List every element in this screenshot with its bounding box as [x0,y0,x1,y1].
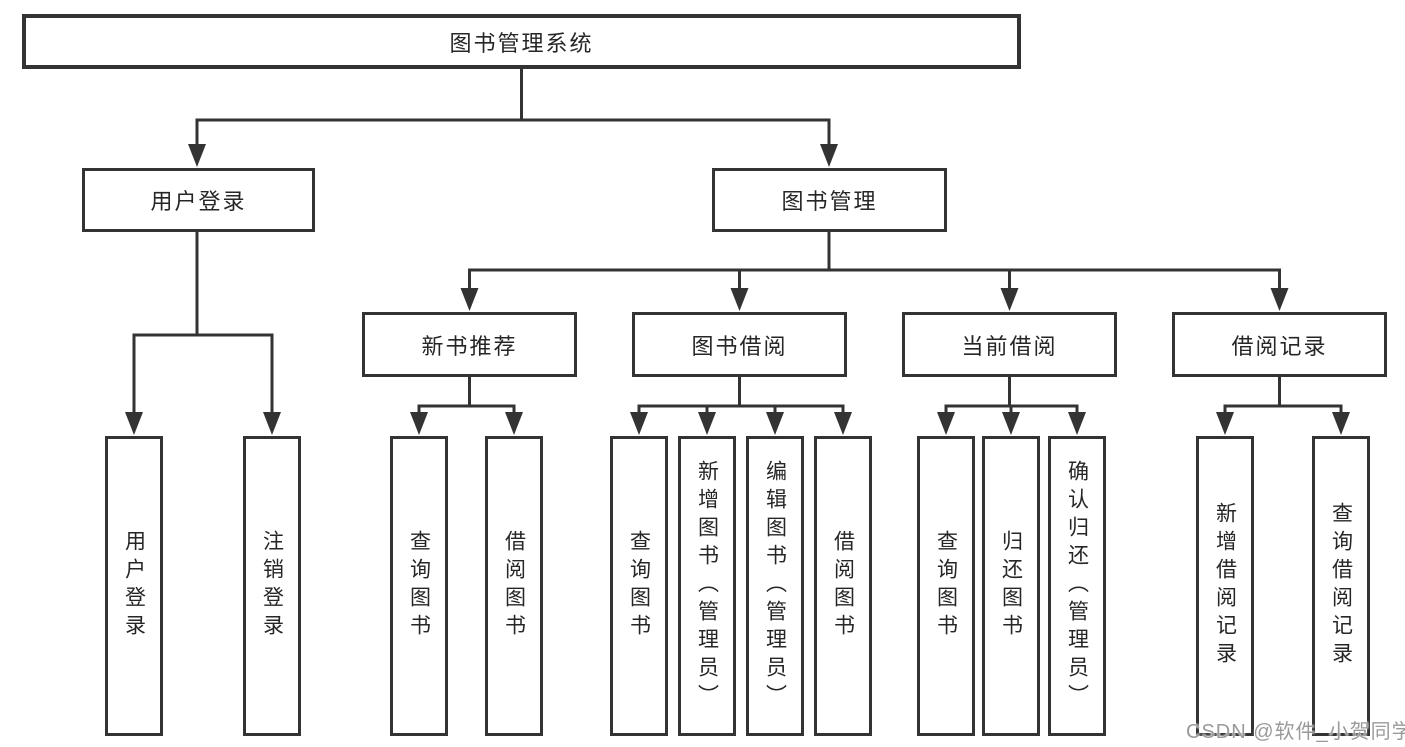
leaf-user-login: 用户登录 [105,436,163,736]
leaf-label: 确认归还（管理员） [1065,460,1089,712]
arrow-down-icon [1270,288,1289,311]
leaf-label: 借阅图书 [502,530,526,642]
arrow-down-icon [460,288,479,311]
arrow-down-icon [125,412,143,435]
arrowheads [125,144,1350,435]
arrow-down-icon [820,144,838,167]
leaf-label: 归还图书 [999,530,1023,642]
leaf-label: 新增借阅记录 [1213,502,1237,670]
node-borrowing-records: 借阅记录 [1172,312,1387,377]
leaf-borrow-books-recommend: 借阅图书 [485,436,543,736]
arrow-down-icon [698,412,716,435]
leaf-logout: 注销登录 [243,436,301,736]
node-book-management: 图书管理 [712,168,947,232]
node-label: 借阅记录 [1231,333,1328,359]
arrow-down-icon [730,288,749,311]
arrow-down-icon [630,412,648,435]
node-label: 当前借阅 [961,333,1058,359]
leaf-add-borrow-record: 新增借阅记录 [1196,436,1254,736]
arrow-down-icon [263,412,281,435]
leaf-label: 查询图书 [934,530,958,642]
arrow-down-icon [1002,412,1020,435]
arrow-down-icon [766,412,784,435]
leaf-query-books-current: 查询图书 [917,436,975,736]
arrow-down-icon [834,412,852,435]
arrow-down-icon [410,412,428,435]
node-book-borrowing: 图书借阅 [632,312,847,377]
leaf-return-books: 归还图书 [982,436,1040,736]
node-label: 图书借阅 [691,333,788,359]
leaf-label: 注销登录 [260,530,284,642]
node-user-login: 用户登录 [82,168,315,232]
leaf-query-borrow-record: 查询借阅记录 [1312,436,1370,736]
leaf-query-books-borrowing: 查询图书 [610,436,668,736]
arrow-down-icon [937,412,955,435]
leaf-label: 新增图书（管理员） [695,460,719,712]
leaf-borrow-books-borrowing: 借阅图书 [814,436,872,736]
node-label: 新书推荐 [421,333,518,359]
leaf-label: 编辑图书（管理员） [763,460,787,712]
leaf-label: 用户登录 [122,530,146,642]
leaf-label: 查询图书 [627,530,651,642]
leaf-add-book-admin: 新增图书（管理员） [678,436,736,736]
arrow-down-icon [1332,412,1350,435]
csdn-watermark: CSDN @软件_小贺同学 [1186,721,1405,743]
node-label: 图书管理 [781,189,878,214]
arrow-down-icon [1216,412,1234,435]
arrow-down-icon [188,144,206,167]
leaf-label: 借阅图书 [831,530,855,642]
leaf-query-books-recommend: 查询图书 [390,436,448,736]
leaf-edit-book-admin: 编辑图书（管理员） [746,436,804,736]
node-label: 图书管理系统 [449,30,594,56]
arrow-down-icon [1000,288,1019,311]
node-new-book-recommend: 新书推荐 [362,312,577,377]
node-label: 用户登录 [150,189,247,214]
node-root-system: 图书管理系统 [22,14,1021,69]
leaf-label: 查询借阅记录 [1329,502,1353,670]
leaf-confirm-return-admin: 确认归还（管理员） [1048,436,1106,736]
arrow-down-icon [1068,412,1086,435]
leaf-label: 查询图书 [407,530,431,642]
arrow-down-icon [505,412,523,435]
node-current-borrowing: 当前借阅 [902,312,1117,377]
